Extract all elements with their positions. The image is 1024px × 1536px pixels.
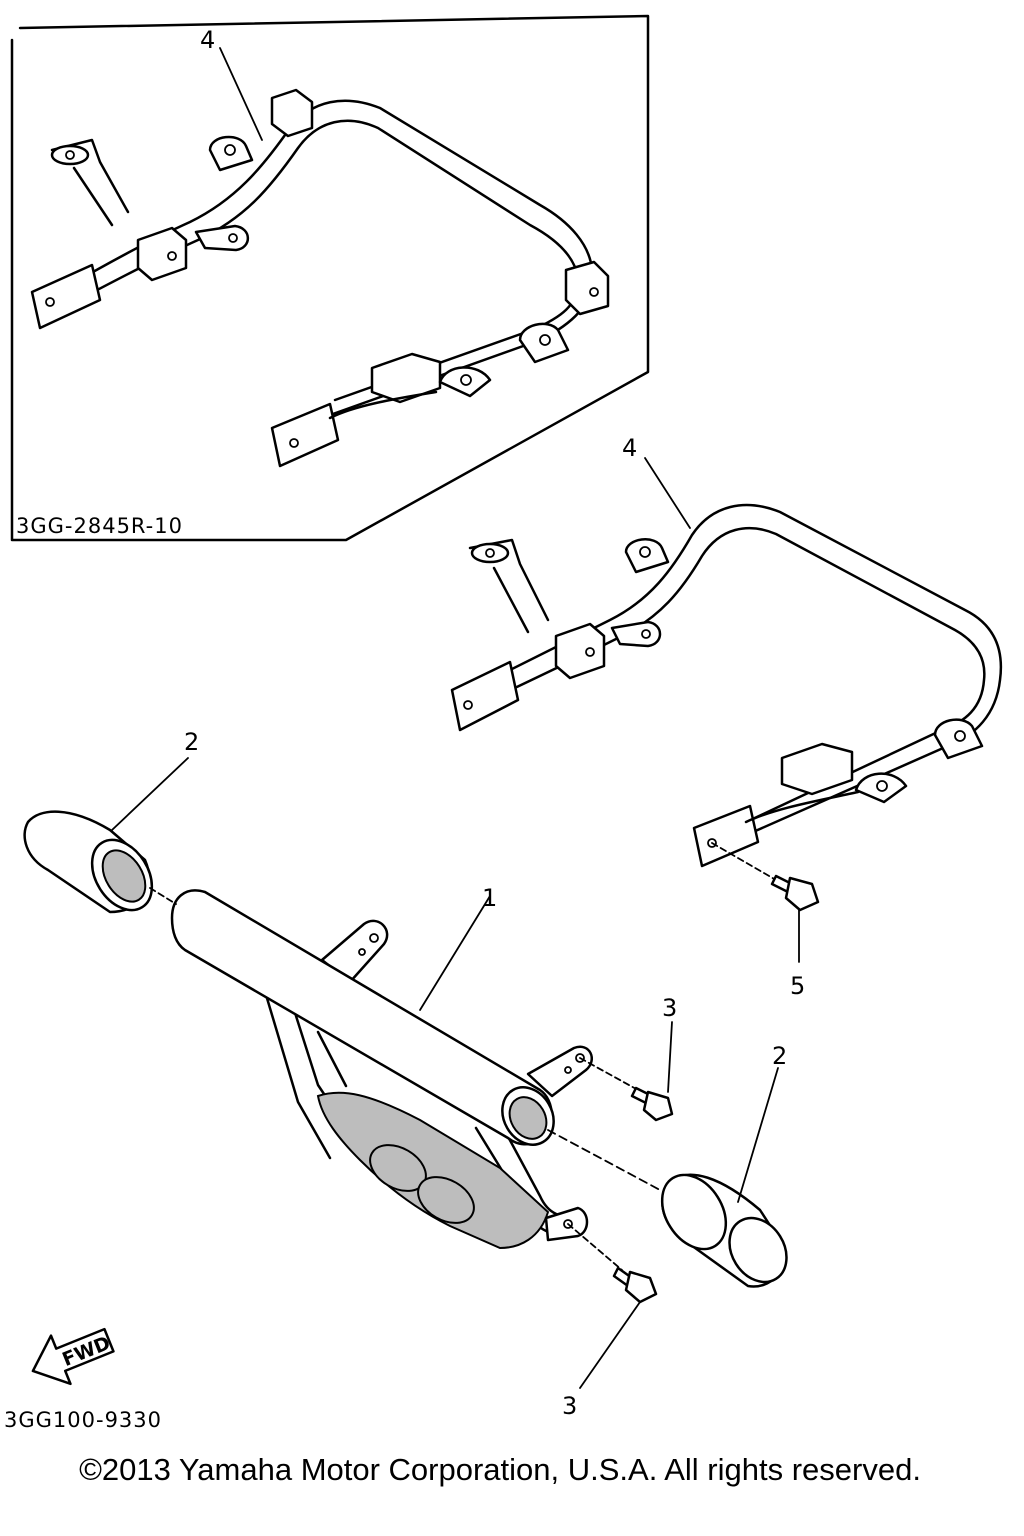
bolt-part-3-lower: [567, 1223, 658, 1304]
leader-main-4: [644, 457, 691, 529]
callout-4-main: 4: [622, 434, 637, 462]
callout-3-lower: 3: [562, 1392, 577, 1420]
callout-1: 1: [482, 884, 497, 912]
leader-3-lower: [579, 1301, 641, 1389]
inset-rear-guard-frame: [30, 88, 610, 468]
fwd-arrow-icon: FWD: [31, 1327, 115, 1386]
rear-guard-frame: [450, 503, 1003, 868]
callout-3-upper: 3: [662, 994, 677, 1022]
callout-2-left: 2: [184, 728, 199, 756]
leader-3-upper: [667, 1021, 673, 1093]
inset-code: 3GG-2845R-10: [16, 514, 183, 538]
leader-1: [419, 895, 491, 1011]
end-cap-left: [23, 810, 177, 914]
callout-2-right: 2: [772, 1042, 787, 1070]
leader-inset-4: [219, 47, 263, 141]
callout-5: 5: [790, 972, 805, 1000]
callout-4-inset: 4: [200, 26, 215, 54]
bolt-part-5: [711, 842, 820, 912]
leader-2-left: [111, 757, 189, 831]
bolt-part-3-upper: [579, 1057, 674, 1122]
front-guard: [170, 889, 593, 1250]
copyright-notice: ©2013 Yamaha Motor Corporation, U.S.A. A…: [79, 1452, 921, 1487]
leader-2-right: [737, 1067, 779, 1203]
drawing-code: 3GG100-9330: [4, 1408, 162, 1432]
inset-panel: 3GG-2845R-10: [10, 14, 650, 542]
end-cap-right: [547, 1129, 788, 1288]
